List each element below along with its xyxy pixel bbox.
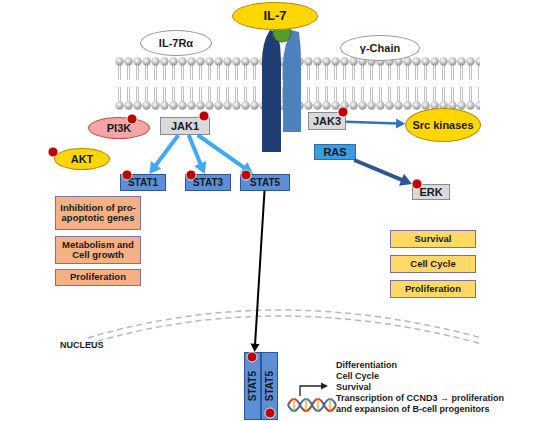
node-text: ERK: [419, 186, 442, 198]
transcription-arrowhead: [321, 383, 328, 390]
node-text: JAK3: [313, 115, 341, 127]
receptor-label-ellipse: γ-Chain: [340, 35, 420, 61]
node-text: Metabolism and Cell growth: [56, 240, 140, 261]
signal-arrow: [189, 135, 207, 174]
stat-box: STAT3: [185, 174, 231, 191]
node-text: Proliferation: [70, 272, 126, 282]
kinase-ellipse: Src kinases: [405, 108, 481, 142]
node-text: Inhibition of pro-apoptotic genes: [56, 203, 140, 224]
outcome-box: Metabolism and Cell growth: [55, 236, 141, 264]
ligand-ellipse: IL-7: [232, 2, 318, 30]
node-text: IL-7: [263, 9, 286, 23]
outcome-box: Cell Cycle: [390, 255, 476, 273]
arrow-line: [346, 122, 398, 124]
signal-arrow: [346, 118, 405, 128]
text-label: Differentiation: [336, 360, 526, 371]
node-text: RAS: [323, 146, 346, 158]
signal-arrow: [251, 191, 265, 352]
arrowhead: [240, 162, 253, 174]
stat-box: STAT5: [240, 174, 290, 191]
node-text: STAT5: [250, 177, 280, 188]
dna-helix: [288, 399, 336, 411]
transcription-arrow: [300, 386, 322, 396]
node-text: STAT1: [128, 177, 158, 188]
outcome-box: Proliferation: [390, 280, 476, 298]
arrowhead: [194, 161, 206, 174]
signal-arrow: [149, 135, 178, 174]
receptor-gamma-chain: [283, 30, 301, 132]
node-text: STAT5: [264, 371, 275, 401]
arrow-line: [155, 135, 179, 167]
node-text: STAT5: [247, 371, 258, 401]
node-text: PI3K: [107, 122, 131, 134]
kinase-ellipse: AKT: [54, 148, 110, 170]
signal-arrow: [198, 135, 253, 174]
node-text: STAT3: [193, 177, 223, 188]
text-label: Survival: [336, 382, 526, 393]
node-text: Survival: [415, 234, 452, 244]
outcome-box: Proliferation: [55, 269, 141, 286]
outcome-box: Survival: [390, 230, 476, 248]
arrow-line: [189, 135, 201, 166]
node-text: Src kinases: [412, 119, 473, 131]
arrowhead: [396, 118, 405, 128]
arrowhead: [251, 344, 260, 352]
node-text: Cell Cycle: [410, 259, 455, 269]
kinase-box: ERK: [412, 184, 450, 200]
gtpase-box: RAS: [314, 144, 356, 160]
node-text: AKT: [71, 153, 94, 165]
arrow-line: [354, 160, 403, 181]
stat-box: STAT1: [120, 174, 166, 191]
arrow-line: [255, 191, 264, 345]
receptor-label-ellipse: IL-7Rα: [140, 30, 212, 56]
node-text: IL-7Rα: [159, 37, 193, 49]
text-label: Transcription of CCND3 → proliferation a…: [336, 393, 521, 415]
node-text: γ-Chain: [360, 42, 400, 54]
stat-dimer-box: STAT5: [261, 352, 278, 420]
arrow-line: [198, 135, 246, 169]
arrowhead: [149, 161, 161, 174]
node-text: Proliferation: [405, 284, 461, 294]
dna-helix: [288, 399, 336, 411]
node-text: JAK1: [171, 120, 199, 132]
arrowhead: [399, 174, 412, 186]
stat-dimer-box: STAT5: [244, 352, 261, 420]
dna-rungs: [294, 398, 330, 412]
kinase-ellipse: PI3K: [88, 117, 150, 139]
receptor-alpha-chain: [262, 30, 281, 152]
nuclear-envelope: [88, 310, 482, 338]
outcome-box: Inhibition of pro-apoptotic genes: [55, 196, 141, 230]
kinase-box: JAK3: [308, 112, 346, 130]
signal-arrow: [354, 160, 412, 186]
kinase-box: JAK1: [160, 117, 210, 135]
nuclear-envelope: [88, 316, 482, 344]
text-label: Cell Cycle: [336, 371, 526, 382]
text-label: NUCLEUS: [60, 340, 140, 351]
